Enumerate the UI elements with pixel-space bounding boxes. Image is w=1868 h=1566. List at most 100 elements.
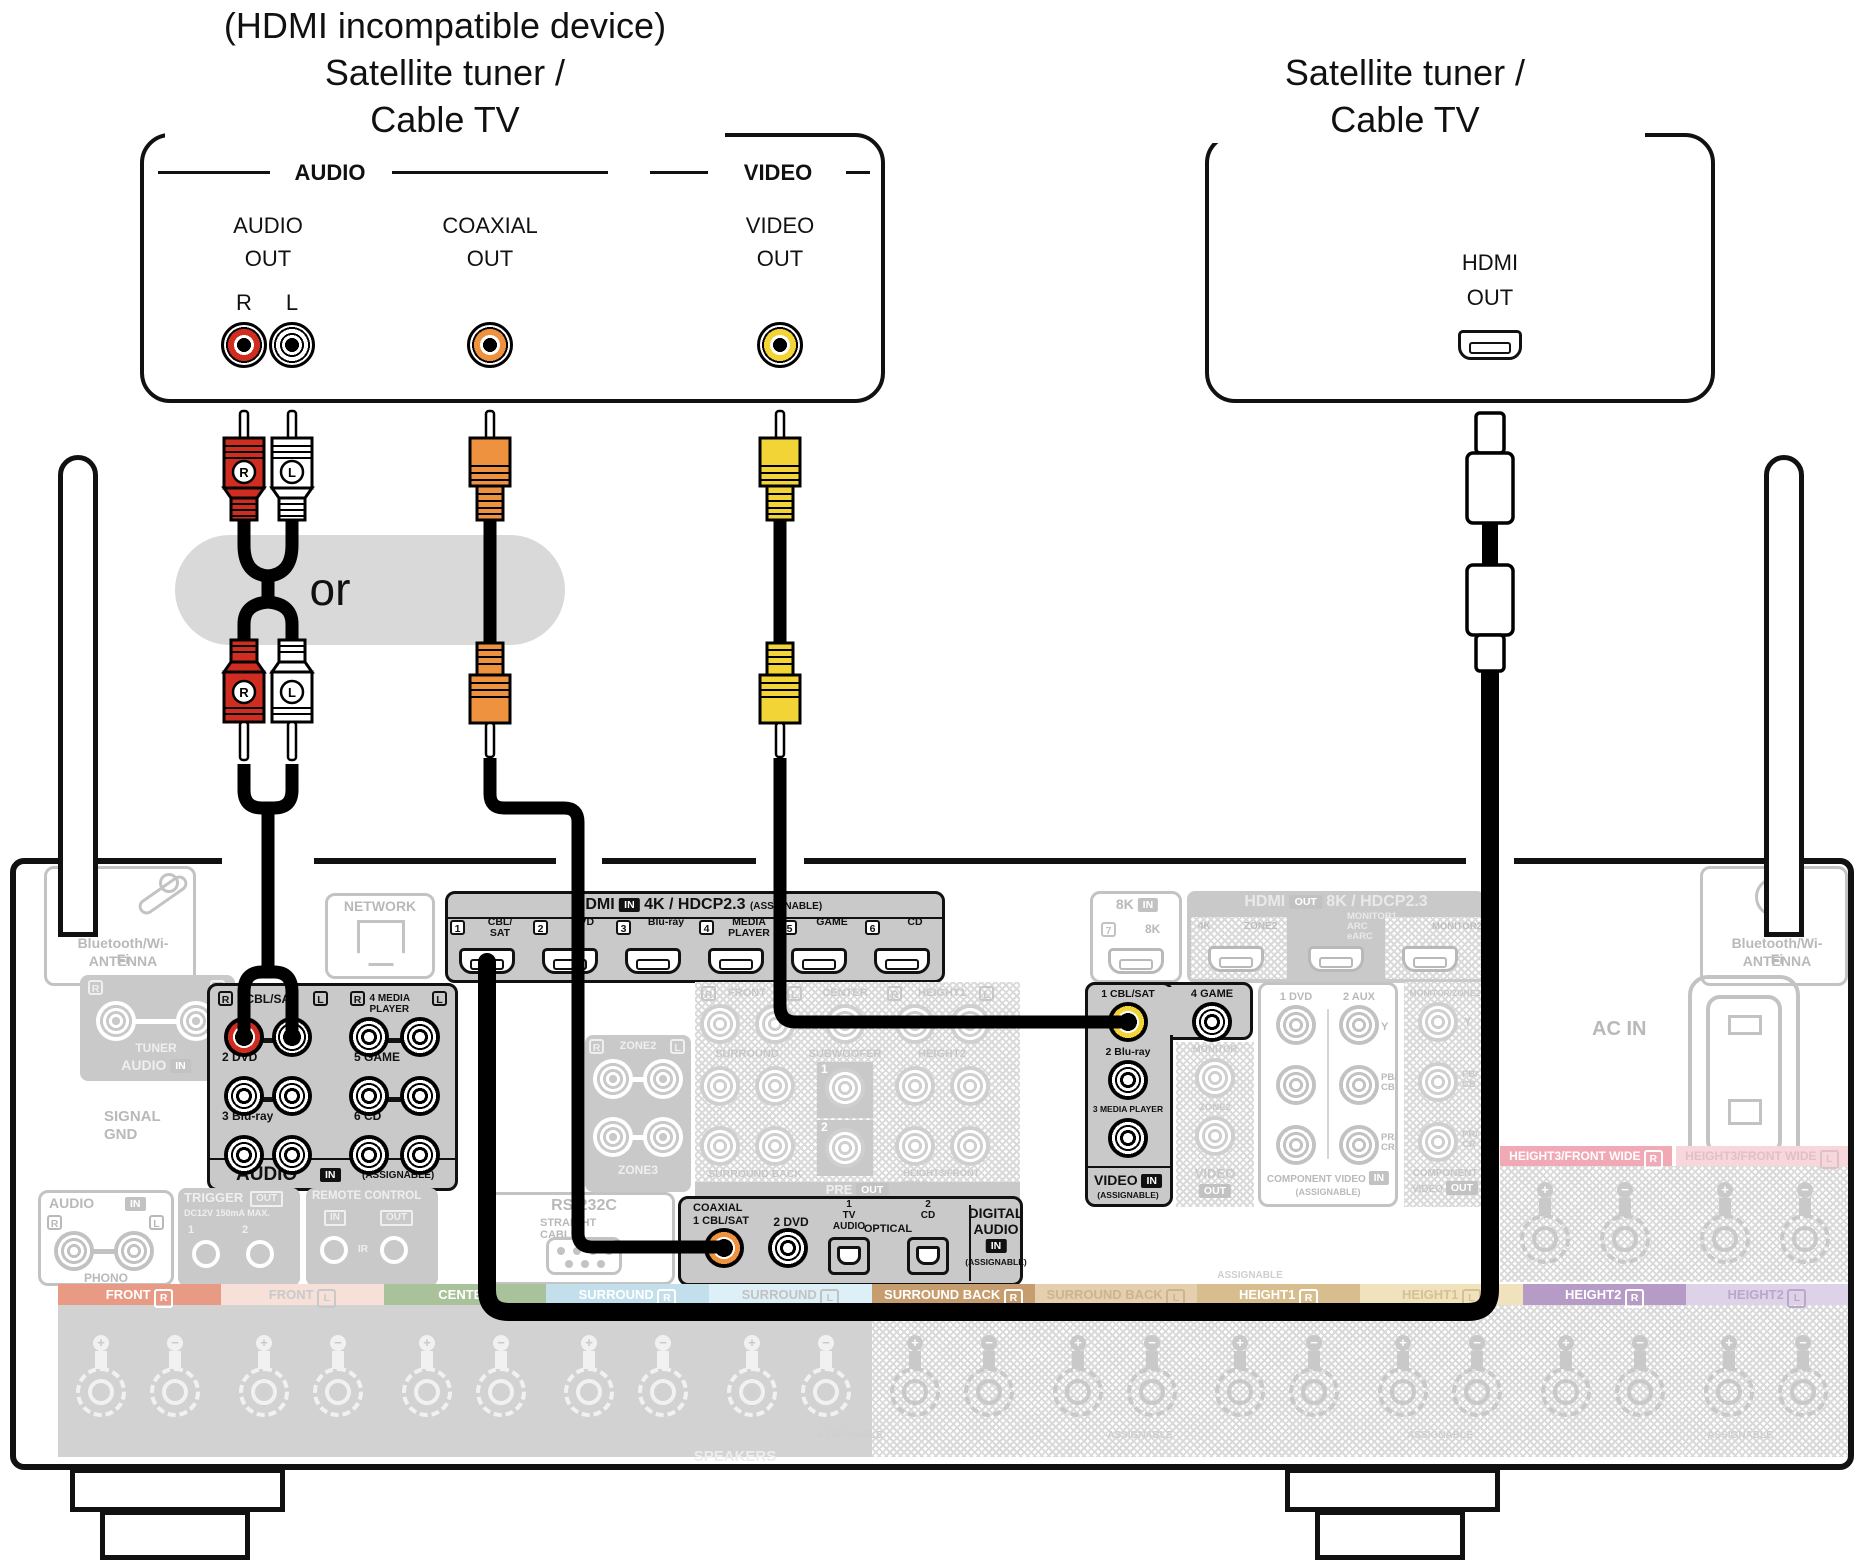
speaker-label-height1-r: HEIGHT1 R xyxy=(1197,1284,1360,1308)
l-tag: L xyxy=(313,991,328,1006)
speaker-terminals-height2-r: + − xyxy=(1523,1305,1686,1457)
audio-group-label: AUDIO xyxy=(294,160,366,185)
dsub-pin xyxy=(557,1247,565,1255)
label-side: L xyxy=(820,1289,840,1308)
hdmi-port-name: Blu-ray xyxy=(638,917,694,928)
binding-post: + xyxy=(239,1335,289,1417)
minus-sign: − xyxy=(330,1335,346,1351)
assignable-label: ASSIGNABLE xyxy=(1107,1430,1173,1441)
height3-r-text: HEIGHT3/FRONT WIDE xyxy=(1509,1149,1641,1163)
rca-jack-audio-out-r xyxy=(221,322,267,368)
assignable-label: ASSIGNABLE xyxy=(1707,1430,1773,1441)
port-name-line: GAME xyxy=(816,916,848,928)
rca-jack-preout xyxy=(825,1068,865,1108)
label-text: SURROUND xyxy=(578,1287,654,1302)
r-tag: R xyxy=(350,991,365,1006)
network-block: NETWORK xyxy=(325,893,435,979)
border-gap xyxy=(222,853,314,869)
rca-jack-comp-out-pr xyxy=(1418,1122,1458,1162)
plus-sign: + xyxy=(419,1335,435,1351)
rca-jack-bluray-r xyxy=(224,1135,264,1175)
video-in-3-mediaplayer-label: 3 MEDIA PLAYER xyxy=(1092,1104,1164,1114)
border-gap xyxy=(556,853,602,869)
rca-jack-digital-coax-1 xyxy=(704,1228,744,1268)
hdmi-out-zone2-label: ZONE2 xyxy=(1244,921,1278,932)
plus-sign: + xyxy=(1537,1182,1553,1198)
video-in-assignable: (ASSIGNABLE) xyxy=(1097,1190,1159,1200)
height3-l-side: L xyxy=(1819,1150,1839,1169)
plug-letter: R xyxy=(239,685,249,700)
hdmi-8k-block: 8K IN 7 8K xyxy=(1090,891,1182,983)
footer-rule xyxy=(210,1158,455,1160)
preout-height1-r-tag: R xyxy=(887,986,902,1001)
hdmi-port-name: MEDIA PLAYER xyxy=(721,917,777,939)
tuner-label: TUNER xyxy=(135,1041,177,1055)
preout-surround-label: SURROUND xyxy=(715,1048,779,1060)
earc-line: eARC xyxy=(1347,931,1373,942)
video-out-label2: OUT xyxy=(756,246,804,271)
rca-jack-zone2-r xyxy=(593,1059,633,1099)
hdmi-port-num: 2 xyxy=(533,920,548,935)
audio-label: AUDIO xyxy=(973,1221,1019,1237)
plug-letter: R xyxy=(239,465,249,480)
preout-center-label: CENTER xyxy=(822,987,868,999)
speaker-terminals-surround-r: + − xyxy=(546,1305,709,1457)
comp-out-footer-1: COMPONENT xyxy=(1412,1168,1478,1179)
rca-jack-comp-in xyxy=(1276,1065,1316,1105)
digital-label: DIGITAL xyxy=(968,1205,1024,1221)
speaker-terminals-height1-r: + − xyxy=(1197,1305,1360,1457)
video-out-monitor-label: MONITOR xyxy=(1192,1044,1238,1055)
bt-left-label2: ANTENNA xyxy=(88,953,158,969)
binding-post: + xyxy=(1053,1335,1103,1417)
dsub-pin xyxy=(581,1260,589,1268)
rca-jack-preout xyxy=(950,1126,990,1166)
dsub-pin xyxy=(565,1260,573,1268)
audio-group-line-right xyxy=(392,171,608,174)
remote-control-block: REMOTE CONTROL IN OUT IR xyxy=(306,1188,438,1286)
hdmi-8k-port xyxy=(1108,948,1164,974)
dsub-port xyxy=(546,1237,622,1275)
zone2-r-tag: R xyxy=(589,1039,604,1054)
video-out-zone2-label: ZONE2 xyxy=(1199,1102,1231,1113)
preout-height2-label: HEIGHT2 xyxy=(918,1048,966,1060)
comp-in-footer: COMPONENT VIDEO IN xyxy=(1267,1171,1390,1185)
label-text: HEIGHT1 xyxy=(1239,1287,1296,1302)
rca-jack-cd-l xyxy=(400,1135,440,1175)
r-tag: R xyxy=(218,991,233,1006)
audio-out-label2: OUT xyxy=(244,246,292,271)
label-text: SURROUND xyxy=(741,1287,817,1302)
rca-jack-audio-out-l xyxy=(269,322,315,368)
label-side: L xyxy=(317,1289,337,1308)
binding-post: − xyxy=(638,1335,688,1417)
hdmi-out-spec: 8K / HDCP2.3 xyxy=(1326,893,1428,910)
hdmi-out-monitor2-label: MONITOR2 xyxy=(1432,921,1482,932)
right-device-title: Satellite tuner / Cable TV xyxy=(1165,49,1645,143)
preout-footer: PRE OUT xyxy=(826,1182,889,1197)
trigger-1: 1 xyxy=(188,1224,195,1236)
coaxial-out-label1: COAXIAL xyxy=(442,213,538,238)
minus-sign: − xyxy=(655,1335,671,1351)
right-device-box xyxy=(1205,133,1715,403)
comp-out-pb-label: PB/ CB xyxy=(1462,1070,1478,1090)
speaker-label-front-l: FRONT L xyxy=(221,1284,384,1308)
left-device-title-line1: Satellite tuner / xyxy=(324,52,566,93)
8k-port-label: 8K xyxy=(1145,922,1161,936)
comp-out-video-label: VIDEO xyxy=(1411,1184,1444,1195)
port-name-line: Blu-ray xyxy=(647,916,685,928)
left-device-title-line2: Cable TV xyxy=(370,99,520,140)
remote-in-tag: IN xyxy=(324,1210,346,1226)
comp-out-footer-2: VIDEO OUT xyxy=(1411,1181,1479,1195)
comp-out-monitor-zone2-label: MONITOR/ZONE2 xyxy=(1409,988,1481,998)
remote-label: REMOTE CONTROL xyxy=(312,1190,422,1202)
bt-left-label1: Bluetooth/Wi-Fi xyxy=(77,935,169,967)
speaker-label-front-r: FRONT R xyxy=(58,1284,221,1308)
binding-post: + xyxy=(76,1335,126,1417)
component-video-out-block: MONITOR/ZONE2 Y PB/ CB PR/ CR COMPONENT … xyxy=(1404,982,1486,1207)
hdmi-out-4k-label: 4K xyxy=(1198,921,1211,932)
port-name-line: DVD xyxy=(571,916,595,928)
preout-front-l-tag: L xyxy=(787,986,802,1001)
plus-sign: + xyxy=(1070,1335,1086,1351)
audio-in-footer-assignable: (ASSIGNABLE) xyxy=(362,1170,435,1181)
height3-r-label: HEIGHT3/FRONT WIDE R xyxy=(1500,1146,1672,1169)
